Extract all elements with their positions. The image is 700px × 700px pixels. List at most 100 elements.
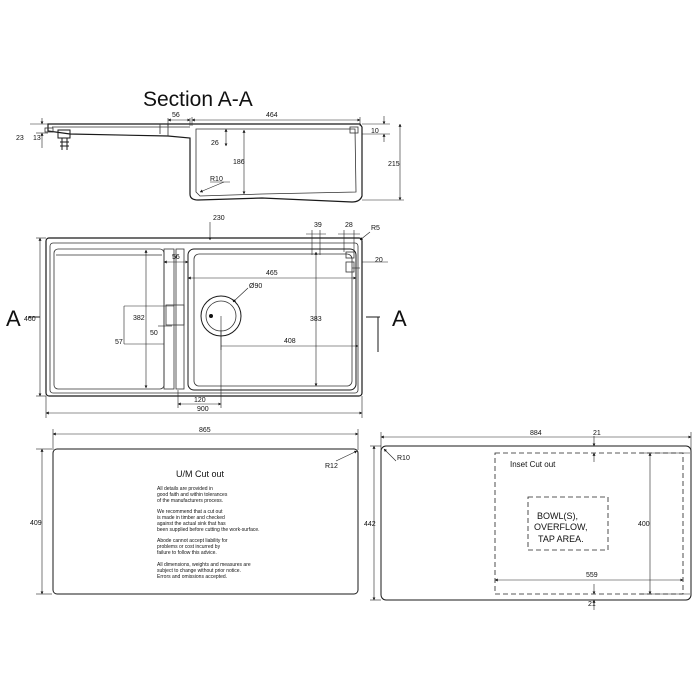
- svg-text:382: 382: [133, 315, 145, 322]
- section-dim-26: 26: [211, 128, 228, 147]
- svg-text:26: 26: [211, 140, 219, 147]
- plan-dim-20: 20: [352, 257, 388, 269]
- inset-cutout: 884 442 R10 Inset Cut out 21 21: [364, 430, 692, 610]
- inset-dim-21-top: 21: [592, 430, 601, 462]
- bowl-outline: [187, 248, 357, 391]
- svg-text:559: 559: [586, 572, 598, 579]
- plan-dim-diameter-90: Ø90: [232, 283, 262, 303]
- svg-text:R10: R10: [397, 455, 410, 462]
- section-dim-464: 464: [191, 112, 361, 126]
- svg-text:865: 865: [199, 427, 211, 434]
- svg-text:A: A: [392, 306, 407, 331]
- plan-dim-383: 383: [310, 251, 322, 387]
- plan-dim-120: 120: [177, 330, 222, 408]
- plan-dim-465: 465: [187, 270, 357, 280]
- inset-title: Inset Cut out: [510, 460, 556, 469]
- undermount-cutout: 865 409 R12 U/M Cut out All details are …: [30, 427, 359, 595]
- svg-text:215: 215: [388, 161, 400, 168]
- plan-dim-56: 56: [163, 254, 189, 264]
- svg-text:21: 21: [588, 601, 596, 608]
- svg-text:884: 884: [530, 430, 542, 437]
- plan-dim-460: 460: [24, 237, 46, 397]
- svg-text:460: 460: [24, 316, 36, 323]
- inset-radius-r10: R10: [383, 448, 410, 462]
- plan-dim-39: 39: [306, 222, 326, 255]
- svg-text:56: 56: [172, 254, 180, 261]
- svg-text:Ø90: Ø90: [249, 283, 262, 290]
- section-dim-13: 13: [33, 132, 48, 142]
- inset-outer-outline: [380, 445, 692, 601]
- um-dim-865: 865: [52, 427, 359, 450]
- drainer-area: [53, 248, 165, 390]
- svg-text:R12: R12: [325, 463, 338, 470]
- um-cutout-outline: [52, 448, 359, 595]
- plan-dim-900: 900: [45, 396, 363, 418]
- um-radius-r12: R12: [325, 450, 358, 470]
- svg-text:39: 39: [314, 222, 322, 229]
- plan-dim-230: 230: [208, 215, 225, 241]
- svg-text:R10: R10: [210, 176, 223, 183]
- section-profile: [44, 123, 363, 203]
- plan-dim-50: 50: [150, 325, 172, 337]
- svg-text:465: 465: [266, 270, 278, 277]
- section-dim-56: 56: [167, 112, 191, 126]
- svg-text:464: 464: [266, 112, 278, 119]
- bowl-overflow-tap-box: [527, 496, 609, 551]
- section-title: Section A-A: [143, 88, 253, 111]
- um-dim-409: 409: [30, 448, 52, 595]
- um-note-2: We recommend that a cut out is made in t…: [157, 509, 260, 533]
- svg-text:186: 186: [233, 159, 245, 166]
- svg-text:120: 120: [194, 397, 206, 404]
- waste-center-icon: [209, 314, 213, 318]
- svg-text:230: 230: [213, 215, 225, 222]
- svg-text:900: 900: [197, 406, 209, 413]
- svg-text:A: A: [6, 306, 21, 331]
- um-note-3: Abode cannot accept liability for proble…: [157, 538, 229, 556]
- svg-text:28: 28: [345, 222, 353, 229]
- um-title: U/M Cut out: [176, 469, 225, 479]
- box-line-1: BOWL(S),: [537, 511, 578, 521]
- box-line-2: OVERFLOW,: [534, 522, 588, 532]
- svg-text:20: 20: [375, 257, 383, 264]
- plan-dim-28: 28: [338, 222, 360, 252]
- section-dim-10: 10: [362, 116, 390, 142]
- plan-radius-r5: R5: [359, 225, 380, 241]
- overflow-slot: [345, 251, 355, 259]
- svg-text:57: 57: [115, 339, 123, 346]
- svg-text:50: 50: [150, 330, 158, 337]
- svg-text:408: 408: [284, 338, 296, 345]
- svg-text:400: 400: [638, 521, 650, 528]
- box-line-3: TAP AREA.: [538, 534, 584, 544]
- inset-dim-442: 442: [364, 445, 381, 601]
- plan-dim-57: 57: [115, 306, 164, 346]
- svg-text:409: 409: [30, 520, 42, 527]
- inset-cutout-dashed: [494, 452, 684, 595]
- sink-outline: [45, 237, 363, 397]
- svg-text:383: 383: [310, 316, 322, 323]
- svg-text:13: 13: [33, 135, 41, 142]
- section-dim-23: 23: [16, 118, 50, 148]
- svg-text:10: 10: [371, 128, 379, 135]
- um-note-1: All details are provided in good faith a…: [157, 486, 229, 504]
- um-note-4: All dimensions, weights and measures are…: [157, 562, 252, 580]
- svg-text:23: 23: [16, 135, 24, 142]
- section-dim-186: 186: [233, 129, 246, 195]
- svg-text:R5: R5: [371, 225, 380, 232]
- svg-text:56: 56: [172, 112, 180, 119]
- section-dim-215: 215: [362, 123, 404, 201]
- um-notes: All details are provided in good faith a…: [157, 486, 260, 580]
- plan-dim-408: 408: [220, 316, 359, 350]
- inset-dim-21-bottom: 21: [588, 584, 596, 610]
- section-view: Section A-A 23 13: [16, 88, 404, 203]
- inset-dim-884: 884: [380, 430, 692, 450]
- svg-text:442: 442: [364, 521, 376, 528]
- section-marker-left: A: [6, 306, 40, 331]
- inset-dim-559: 559: [494, 572, 684, 582]
- plan-dim-382: 382: [124, 249, 174, 389]
- inset-dim-400: 400: [638, 452, 690, 595]
- section-radius-r10: R10: [199, 176, 230, 193]
- section-marker-right: A: [366, 306, 407, 352]
- plan-view: A A 460 230 39: [6, 215, 407, 418]
- svg-text:21: 21: [593, 430, 601, 437]
